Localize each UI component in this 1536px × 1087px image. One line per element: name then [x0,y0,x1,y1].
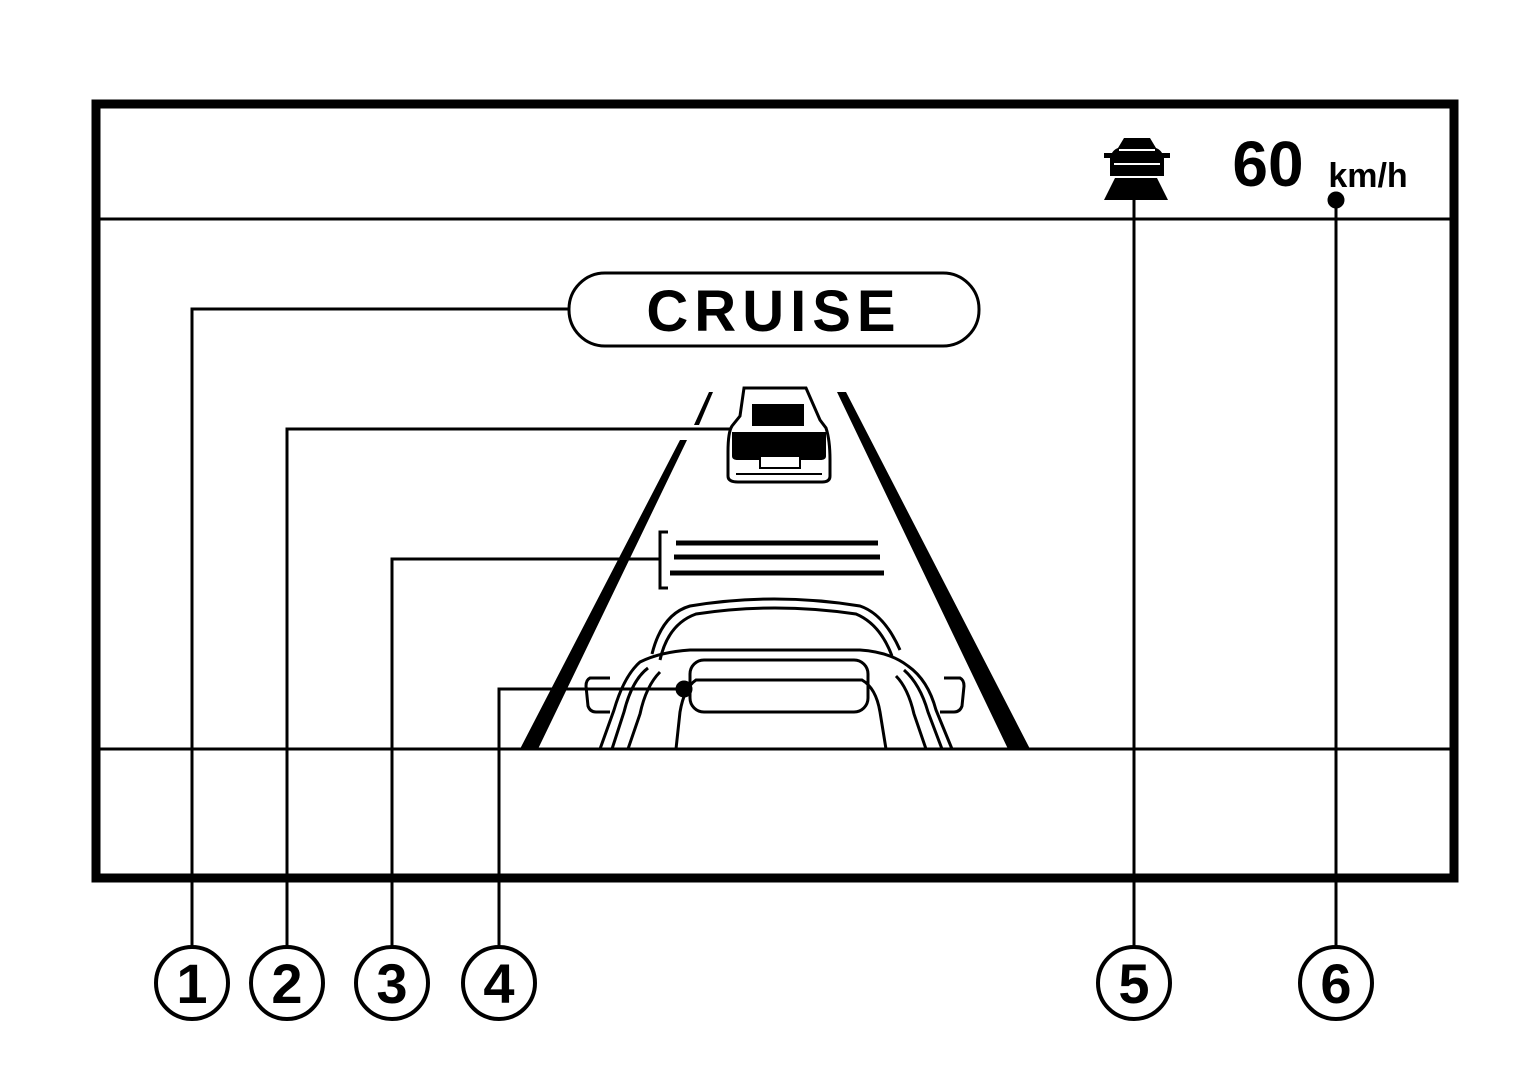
leader-line-2 [285,427,730,948]
callout-6: 6 [1298,945,1374,1021]
cruise-mode-label: CRUISE [646,279,901,344]
leader-line-1 [190,307,569,948]
display-frame [91,99,1459,883]
callout-4: 4 [461,945,537,1021]
own-vehicle-rear-icon [584,597,966,750]
leader-dot-4 [675,680,693,698]
callout-markers: 1 2 3 4 5 6 [154,945,1374,1021]
callout-2: 2 [249,945,325,1021]
callout-5: 5 [1096,945,1172,1021]
set-speed-unit: km/h [1328,157,1407,195]
callout-1: 1 [154,945,230,1021]
callout-5-number: 5 [1118,952,1149,1015]
callout-1-number: 1 [176,952,207,1015]
callout-6-number: 6 [1320,952,1351,1015]
left-lane-upper [694,392,713,425]
callout-3: 3 [354,945,430,1021]
vehicle-ahead-rear-icon [726,386,832,484]
callout-2-number: 2 [271,952,302,1015]
cruise-mode-indicator: CRUISE [567,271,981,348]
left-lane-solid [520,440,687,749]
callout-3-number: 3 [376,952,407,1015]
leader-line-4 [497,687,684,948]
set-speed-value: 60 [1232,128,1303,200]
set-distance-bars [658,530,884,590]
callout-4-number: 4 [483,952,514,1015]
road-lane [520,392,1030,749]
leader-line-3 [390,557,660,948]
right-lane-solid [837,392,1030,749]
car-front-detection-icon [1104,138,1170,200]
leader-dot-6 [1327,191,1345,209]
leader-lines [190,191,1345,948]
